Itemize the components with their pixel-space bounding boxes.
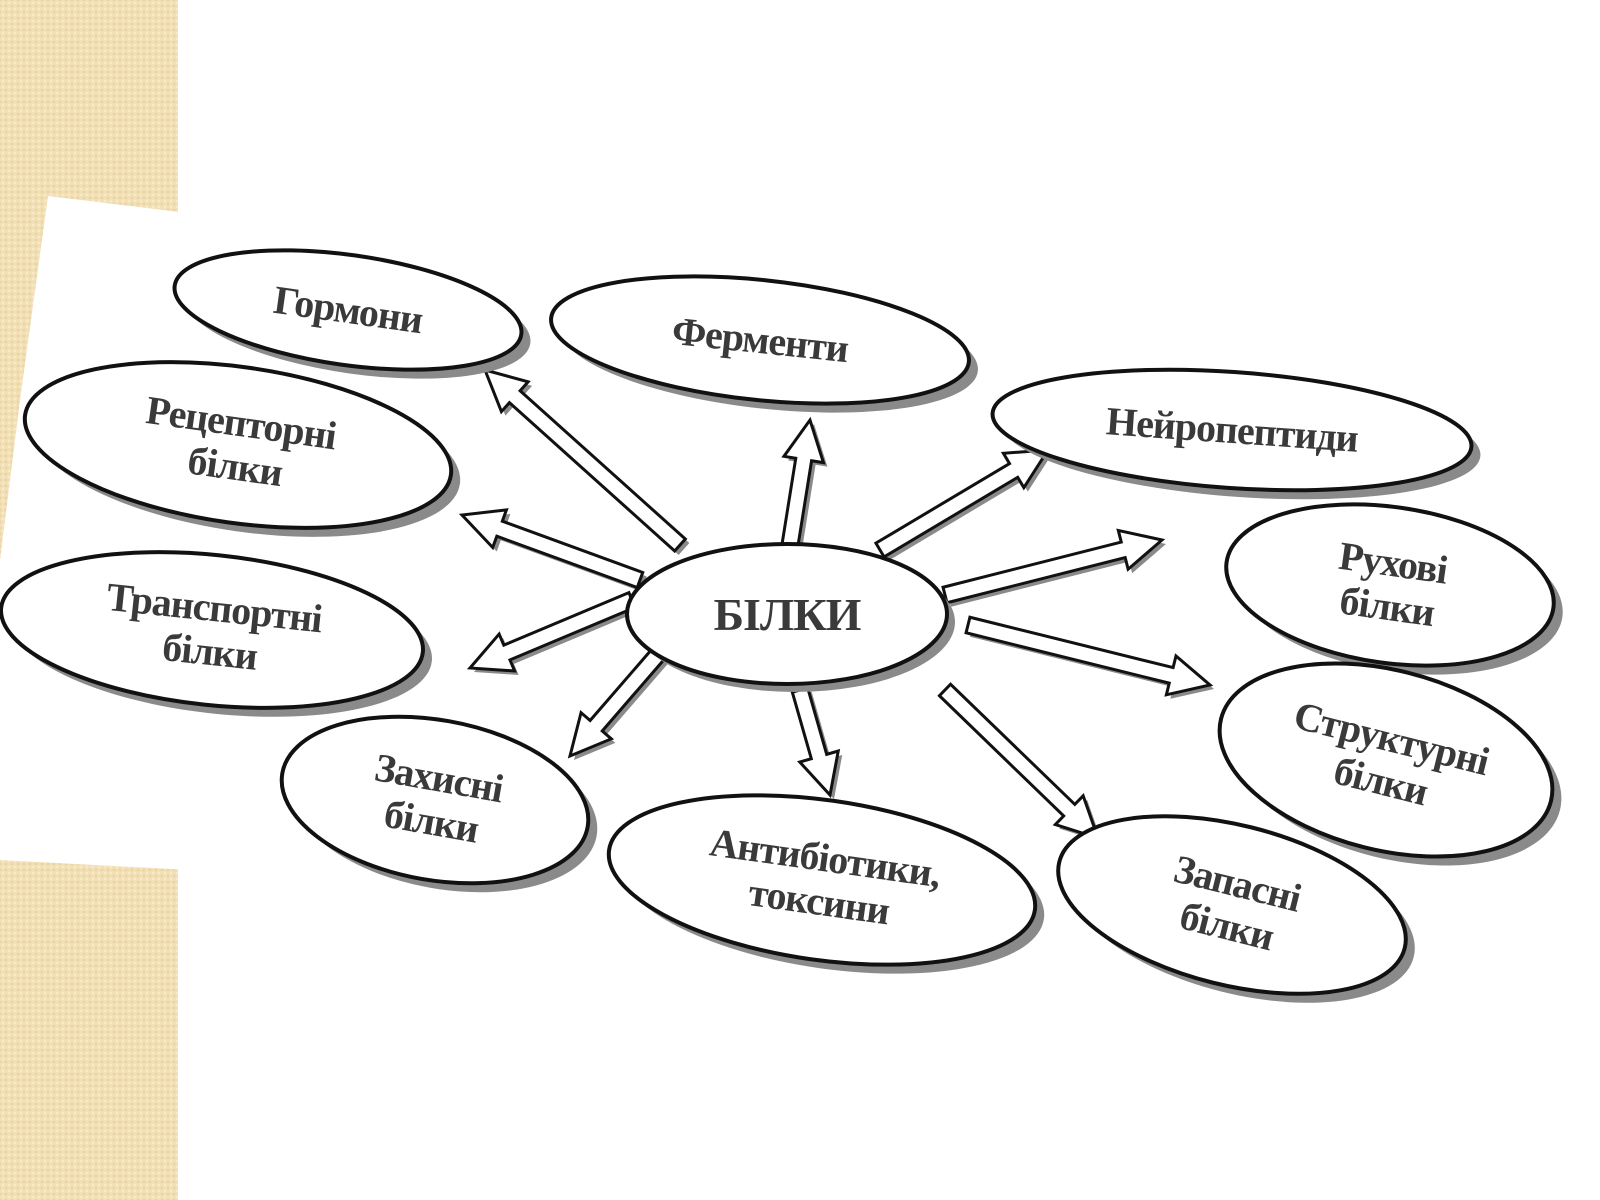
arrow-body: [780, 416, 826, 548]
node-ellipse: [172, 248, 524, 372]
arrow-to-transportni: [466, 590, 640, 675]
node-hormony: Гормони: [172, 248, 531, 379]
arrow-to-rukhovi: [941, 528, 1166, 607]
node-antybiotyky: Антибіотики,токсини: [606, 793, 1045, 974]
arrow-body: [964, 615, 1214, 697]
node-fermenty: Ферменти: [549, 274, 978, 413]
arrow-to-hormony: [482, 367, 690, 555]
node-ellipse: [606, 793, 1038, 967]
arrow-body: [567, 644, 669, 759]
arrow-to-fermenty: [780, 416, 828, 551]
node-label-line: білки: [160, 624, 259, 679]
node-ellipse: [1224, 502, 1556, 668]
arrow-body: [482, 367, 688, 554]
node-ellipse: [1217, 661, 1555, 859]
arrow-to-zapasni: [937, 682, 1102, 842]
arrow-to-zakhysni: [567, 644, 671, 760]
center-node: БІЛКИ: [625, 542, 955, 692]
node-ellipse: [1056, 814, 1408, 996]
arrow-body: [873, 448, 1051, 559]
arrow-body: [941, 528, 1166, 605]
arrow-to-strukturni: [964, 615, 1214, 699]
center-node-ellipse: [625, 542, 949, 686]
node-ellipse: [990, 367, 1474, 493]
arrows-layer: [458, 367, 1214, 842]
arrow-to-antybiotyky: [790, 685, 843, 799]
arrow-body: [458, 508, 645, 590]
arrow-to-neiropeptydy: [873, 448, 1052, 561]
arrow-body: [466, 590, 638, 673]
arrow-body: [937, 682, 1101, 841]
arrow-body: [790, 685, 841, 799]
arrow-to-retseptorni: [458, 508, 647, 592]
node-ellipse: [549, 274, 971, 406]
center-node-label: БІЛКИ: [714, 589, 862, 640]
node-ellipse: [0, 550, 425, 710]
node-ellipse: [279, 714, 591, 886]
node-ellipse: [22, 360, 454, 530]
node-neiropeptydy: Нейропептиди: [990, 367, 1481, 500]
